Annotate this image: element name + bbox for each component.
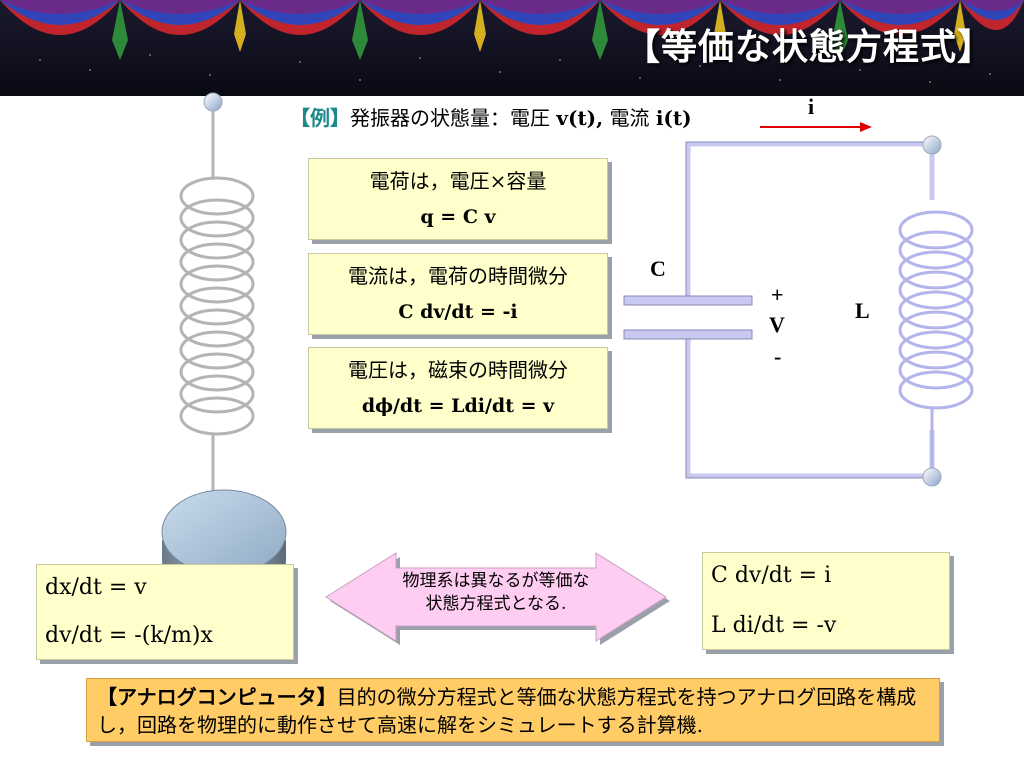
mechanical-equation-1: dx/dt = v	[45, 575, 147, 600]
electrical-equation-1: C dv/dt = i	[711, 563, 832, 588]
voltage-box-equation: dϕ/dt = Ldi/dt = v	[361, 395, 555, 417]
circuit-node-icon	[922, 135, 942, 155]
voltage-box-text: 電圧は，磁束の時間微分	[348, 358, 568, 382]
voltage-plus: +	[771, 282, 784, 307]
example-text: 発振器の状態量：電圧	[350, 106, 550, 130]
equivalence-note-line1: 物理系は異なるが等価な	[402, 571, 590, 591]
example-current-word: 電流	[609, 106, 650, 130]
spring-icon	[179, 104, 255, 500]
voltage-minus: -	[774, 344, 782, 369]
definition-tag: 【アナログコンピュータ】	[97, 685, 337, 709]
inductor-icon	[898, 210, 974, 470]
example-current: i(t)	[655, 106, 692, 130]
spring-anchor-icon	[203, 92, 223, 112]
current-arrow-icon	[760, 122, 872, 132]
current-label: i	[808, 94, 815, 119]
electrical-equations: C dv/dt = i L di/dt = -v	[702, 552, 950, 650]
circuit-wire	[685, 141, 935, 479]
mechanical-equations: dx/dt = v dv/dt = -(k/m)x	[36, 564, 294, 660]
example-caption: 【例】発振器の状態量：電圧 v(t), 電流 i(t)	[290, 102, 692, 131]
inductor-label: L	[855, 298, 870, 323]
example-tag: 【例】	[290, 106, 350, 130]
equivalence-note-line2: 状態方程式となる.	[425, 594, 567, 614]
charge-box-equation: q = C v	[420, 206, 496, 228]
banner-background	[0, 0, 1024, 96]
example-voltage: v(t),	[556, 106, 604, 130]
definition-text: 目的の微分方程式と等価な状態方程式を持つアナログ回路を構成し，回路を物理的に動作…	[97, 685, 917, 737]
capacitor-label: C	[650, 256, 666, 281]
page-title: 【等価な状態方程式】	[623, 26, 994, 68]
charge-box-text: 電荷は，電圧×容量	[369, 169, 547, 193]
charge-box: 電荷は，電圧×容量 q = C v	[308, 158, 608, 240]
capacitor-icon	[623, 295, 753, 340]
current-box: 電流は，電荷の時間微分 C dv/dt = -i	[308, 253, 608, 335]
voltage-box: 電圧は，磁束の時間微分 dϕ/dt = Ldi/dt = v	[308, 347, 608, 429]
mechanical-equation-2: dv/dt = -(k/m)x	[45, 623, 213, 648]
voltage-label: V	[769, 312, 785, 337]
analog-computer-definition: 【アナログコンピュータ】目的の微分方程式と等価な状態方程式を持つアナログ回路を構…	[86, 678, 940, 742]
equivalence-double-arrow	[325, 552, 670, 645]
electrical-equation-2: L di/dt = -v	[711, 613, 837, 638]
circuit-node-icon	[922, 467, 942, 487]
current-box-equation: C dv/dt = -i	[398, 301, 518, 323]
current-box-text: 電流は，電荷の時間微分	[348, 264, 568, 288]
equivalence-note: 物理系は異なるが等価な 状態方程式となる.	[360, 570, 632, 616]
